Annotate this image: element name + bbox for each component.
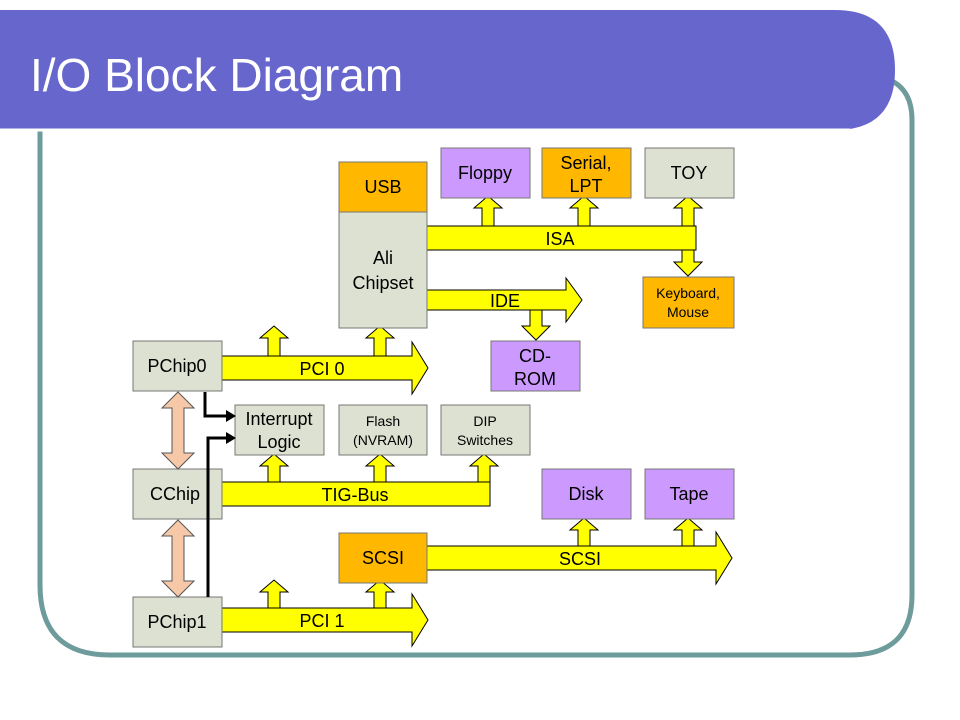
floppy-block [440,147,531,199]
pci0-bus-label: PCI 0 [299,359,344,379]
pci0-bus [221,340,429,396]
serial-lpt-block [541,147,632,199]
ide-bus [425,276,583,324]
tape-block [644,468,735,520]
interrupt-logic-block [234,404,325,456]
pci1-up-connector-1 [258,579,290,609]
flash-label-line1: Flash [366,413,400,429]
flash-label-line2: (NVRAM) [353,432,413,448]
pci1-bus [221,592,429,648]
title-bar [0,10,895,130]
cchip-label: CChip [150,484,200,504]
interrupt-label-line1: Interrupt [245,409,312,429]
pchip0-cchip-link [160,391,196,470]
isa-keyboard-connector [672,249,704,277]
isa-toy-connector [672,195,704,227]
tig-dip-connector [468,453,500,483]
pci0-up-connector-1 [258,325,290,357]
dip-label-line1: DIP [473,413,496,429]
ide-bus-label: IDE [490,291,520,311]
interrupt-lines [203,392,228,597]
page-title: I/O Block Diagram [30,49,404,101]
interrupt-arrowhead-1 [226,410,236,422]
dip-switches-block [440,404,531,456]
cdrom-label-line2: ROM [514,369,556,389]
usb-label: USB [364,177,401,197]
flash-nvram-block [338,404,428,456]
cdrom-block [490,340,581,392]
scsi-bus-label: SCSI [559,549,601,569]
ali-label-line1: Ali [373,248,393,268]
pchip0-interrupt-line [203,392,228,418]
interrupt-arrowhead-2 [226,432,236,444]
keyboard-label-line1: Keyboard, [656,285,720,301]
ide-cdrom-connector [520,309,552,341]
pci0-ali-connector [364,325,396,357]
scsi-bus [425,530,733,586]
isa-floppy-connector [472,195,504,227]
disk-label: Disk [569,484,605,504]
scsi-disk-connector [568,517,600,547]
tig-bus-label: TIG-Bus [321,485,388,505]
pchip1-block [132,596,223,648]
scsi-tape-connector [672,517,704,547]
interrupt-arrowheads [226,410,236,444]
pci1-bus-label: PCI 1 [299,611,344,631]
ali-label-line2: Chipset [352,273,413,293]
keyboard-mouse-block [642,276,735,329]
cchip-pchip1-link [160,519,196,598]
isa-serial-connector [568,195,600,227]
keyboard-label-line2: Mouse [667,304,709,320]
interrupt-label-line2: Logic [257,432,300,452]
slide-frame [37,77,915,658]
pci1-scsi-connector [364,579,396,609]
isa-bus-label: ISA [545,229,574,249]
tig-interrupt-connector [258,453,290,483]
floppy-label: Floppy [458,163,512,183]
pchip0-block [132,340,223,392]
pchip1-interrupt-line [206,436,228,597]
serial-label-line2: LPT [569,176,602,196]
serial-label-line1: Serial, [560,153,611,173]
disk-block [541,468,632,520]
tig-flash-connector [364,453,396,483]
tape-label: Tape [669,484,708,504]
pchip0-label: PChip0 [147,356,206,376]
usb-block [338,161,428,213]
dip-label-line2: Switches [457,432,513,448]
toy-block [644,147,735,199]
scsi-controller-block [338,532,428,584]
scsi-block-label: SCSI [362,548,404,568]
toy-label: TOY [671,163,708,183]
ali-chipset-block [338,211,428,329]
pchip1-label: PChip1 [147,612,206,632]
cdrom-label-line1: CD- [519,346,551,366]
bus-connectors [258,195,704,609]
